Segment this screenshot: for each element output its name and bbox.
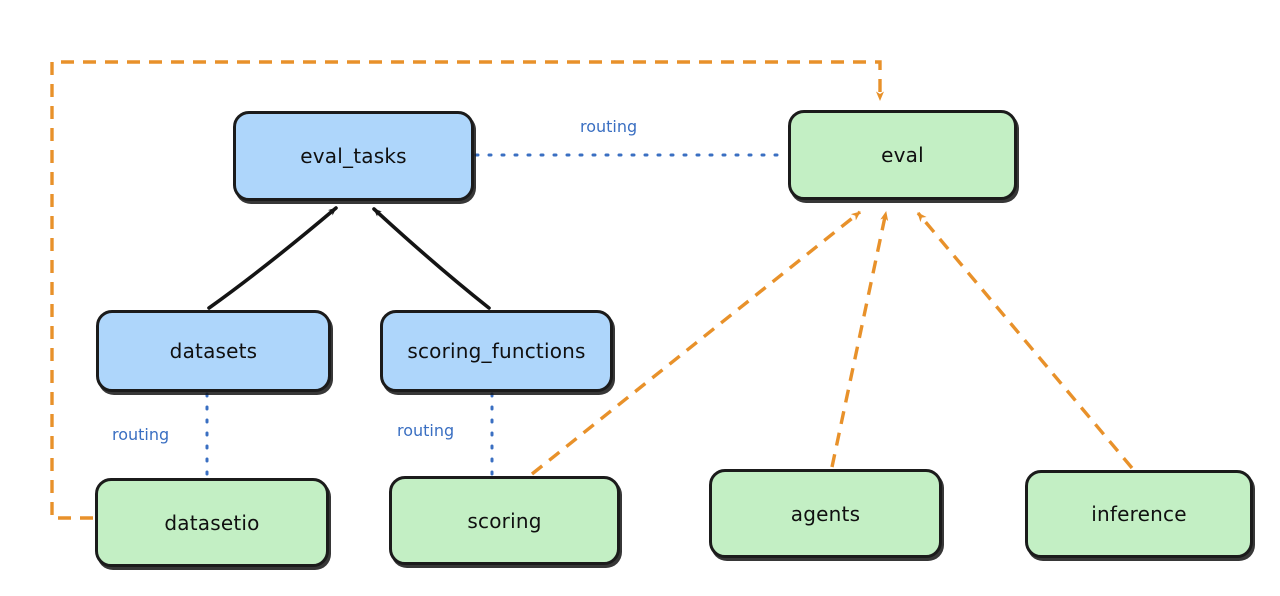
edge-datasets-to-eval-tasks [207,206,338,310]
node-datasetio[interactable]: datasetio [95,478,329,567]
node-label: datasets [169,339,258,363]
node-eval-tasks[interactable]: eval_tasks [233,111,474,201]
node-inference[interactable]: inference [1025,470,1253,558]
edge-datasetio-to-eval [50,60,884,520]
node-label: scoring [467,508,542,533]
node-datasets[interactable]: datasets [96,310,331,392]
node-label: eval [881,143,924,167]
node-scoring-functions[interactable]: scoring_functions [380,310,613,392]
node-scoring[interactable]: scoring [389,476,620,565]
node-label: datasetio [164,510,260,535]
edge-label-routing-datasets-datasetio: routing [112,425,170,444]
edge-label-routing-scoring-functions-scoring: routing [397,421,455,440]
edge-label-routing-eval-tasks-eval: routing [580,117,638,136]
node-agents[interactable]: agents [709,469,942,558]
edge-inference-to-eval [916,211,1134,470]
edge-scoring-to-eval [530,210,862,476]
edge-scoring-functions-to-eval-tasks [372,207,491,310]
node-label: eval_tasks [300,144,407,168]
node-eval[interactable]: eval [788,110,1017,200]
edge-agents-to-eval [830,211,889,468]
node-label: inference [1091,502,1187,526]
node-label: scoring_functions [407,339,586,363]
node-label: agents [790,501,861,526]
